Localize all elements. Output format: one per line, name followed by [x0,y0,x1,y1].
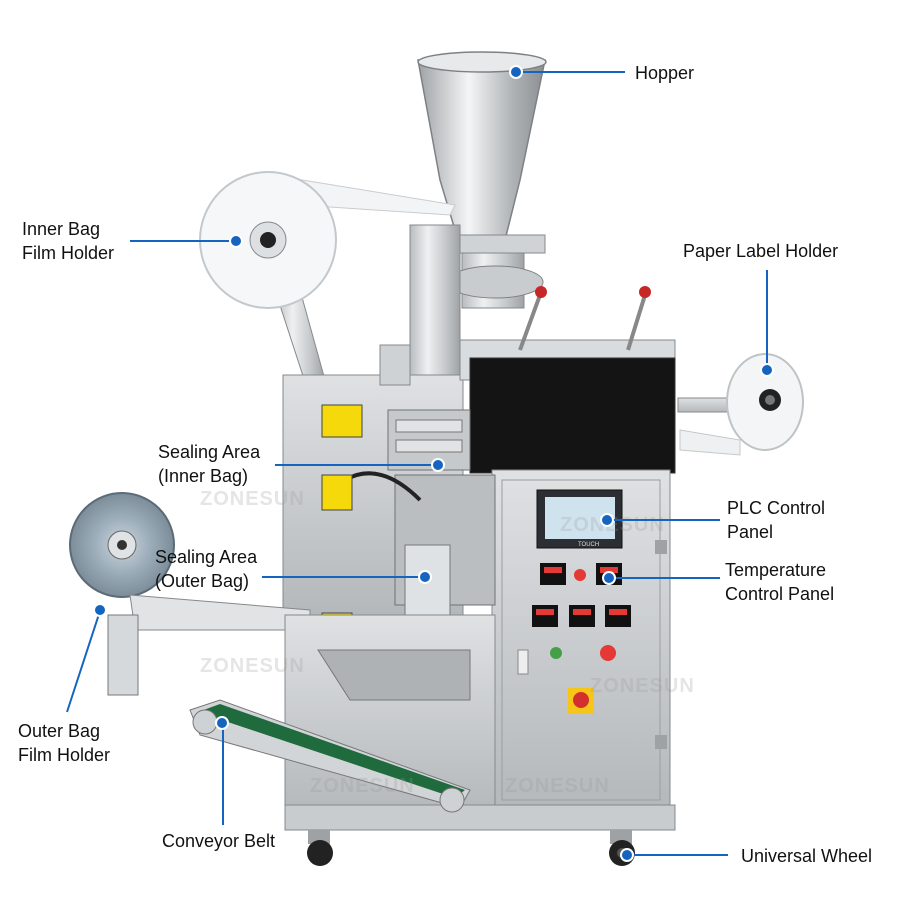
callout-dot-wheel [620,848,634,862]
callout-line-seal-inner [275,464,437,466]
machine-base [284,804,676,831]
green-button [550,647,562,659]
label-sealing-area-inner: Sealing Area (Inner Bag) [158,440,260,488]
upper-column [409,224,461,376]
temp-controller-5 [605,605,631,627]
temp-controller-3 [532,605,558,627]
label-line: Control Panel [725,584,835,604]
callout-line-hopper [517,71,625,73]
discharge-chute [317,649,471,701]
label-line: Film Holder [18,745,111,765]
label-conveyor-belt: Conveyor Belt [162,831,276,851]
label-plc-control-panel: PLC Control Panel [727,496,825,544]
label-paper-label-holder: Paper Label Holder [683,241,839,261]
callout-dot-seal-outer [418,570,432,584]
callout-line-wheel [628,854,728,856]
outer-film-arm [107,614,139,696]
label-line: PLC Control [727,498,826,518]
label-line: Temperature [725,560,827,580]
label-outer-bag-film-holder: Outer Bag Film Holder [18,719,110,767]
black-cover-panel [469,357,676,474]
wheel-left [307,840,333,866]
label-line: (Outer Bag) [155,571,250,591]
label-temperature-control-panel: Temperature Control Panel [725,558,834,606]
red-indicator [574,569,586,581]
callout-line-inner-film [130,240,237,242]
label-sealing-area-outer: Sealing Area (Outer Bag) [155,545,257,593]
callout-dot-temperature [602,571,616,585]
callout-line-seal-outer [262,576,424,578]
red-knob-2 [639,286,651,298]
label-hopper: Hopper [635,63,695,83]
plc-touch-text: TOUCH [578,542,599,548]
callout-line-plc [608,519,720,521]
label-universal-wheel: Universal Wheel [741,846,873,866]
label-line: Sealing Area [155,547,258,567]
label-line: Panel [727,522,774,542]
watermark: ZONESUN [310,775,415,797]
callout-dot-inner-film [229,234,243,248]
callout-dot-outer-film [93,603,107,617]
label-line: Outer Bag [18,721,101,741]
callout-dot-hopper [509,65,523,79]
callout-line-temperature [610,577,720,579]
hopper-rim [417,51,547,73]
label-line: Inner Bag [22,219,101,239]
watermark: ZONESUN [200,488,305,510]
temp-controller-1 [540,563,566,585]
watermark: ZONESUN [590,675,695,697]
red-button [600,645,616,661]
label-line: Sealing Area [158,442,261,462]
callout-line-paper-label [766,270,768,371]
callout-line-conveyor [222,722,224,825]
watermark: ZONESUN [200,655,305,677]
callout-dot-conveyor [215,716,229,730]
label-inner-bag-film-holder: Inner Bag Film Holder [22,217,114,265]
label-line: Film Holder [22,243,115,263]
watermark: ZONESUN [505,775,610,797]
emergency-stop [573,692,589,708]
label-line: (Inner Bag) [158,466,249,486]
temp-controller-4 [569,605,595,627]
red-knob-1 [535,286,547,298]
conveyor-belt-surface [198,704,465,798]
callout-dot-plc [600,513,614,527]
callout-dot-paper-label [760,363,774,377]
callout-dot-seal-inner [431,458,445,472]
